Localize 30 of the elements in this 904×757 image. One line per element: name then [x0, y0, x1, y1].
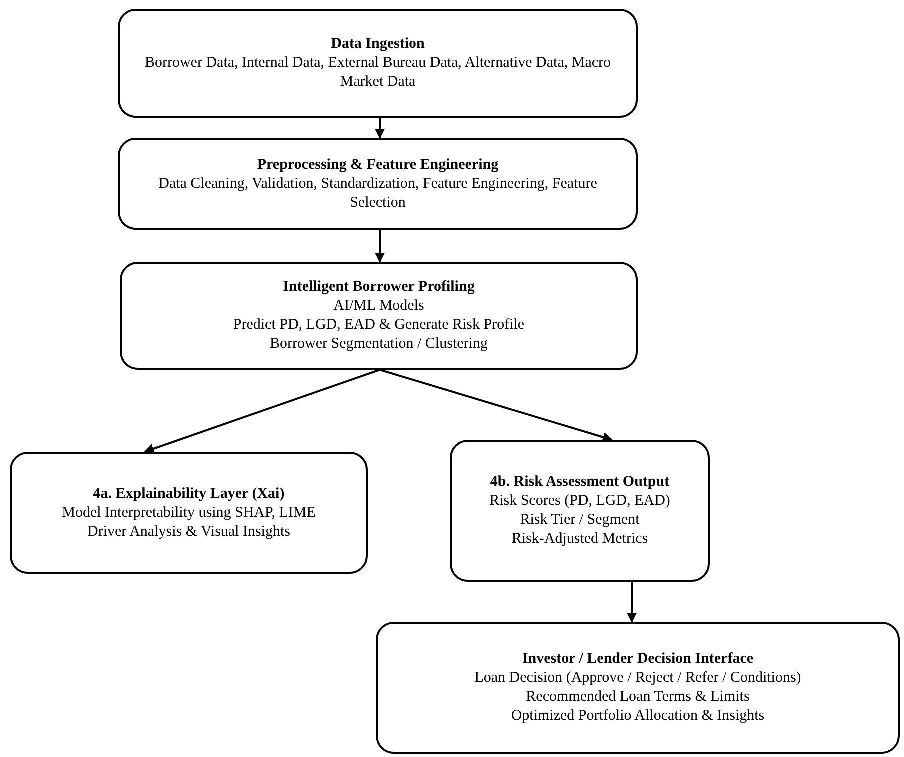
box-text: Predict PD, LGD, EAD & Generate Risk Profile [233, 316, 525, 335]
arrow [375, 118, 385, 139]
arrow [375, 230, 385, 263]
process-box [450, 440, 710, 582]
arrow [144, 369, 380, 454]
process-box [10, 452, 368, 574]
box-text: Loan Decision (Approve / Reject / Refer / Conditions) [474, 669, 802, 688]
arrow [380, 369, 613, 442]
box-text: Optimized Portfolio Allocation & Insights [511, 707, 765, 726]
box-text: Model Interpretability using SHAP, LIME [62, 504, 316, 522]
box-text: Driver Analysis & Visual Insights [88, 522, 290, 542]
box-heading: Data Ingestion [331, 35, 425, 54]
box-text: Recommended Loan Terms & Limits [526, 688, 750, 707]
process-box [118, 9, 638, 118]
box-heading: Preprocessing & Feature Engineering [257, 156, 499, 174]
box-text: Borrower Segmentation / Clustering [270, 335, 488, 354]
box-text: AI/ML Models [334, 297, 424, 316]
process-box [120, 262, 638, 370]
box-text: Risk Scores (PD, LGD, EAD) [490, 492, 670, 511]
box-text: Borrower Data, Internal Data, External Bureau Data, Alternative Data, Macro Market Data [144, 54, 612, 92]
box-text: Risk Tier / Segment [520, 511, 640, 530]
process-box [118, 138, 638, 230]
box-heading: 4b. Risk Assessment Output [490, 473, 670, 492]
box-text: Data Cleaning, Validation, Standardization, Feature Engineering, Feature Selection [158, 174, 598, 212]
box-heading: Investor / Lender Decision Interface [522, 650, 754, 669]
box-heading: 4a. Explainability Layer (Xai) [93, 484, 285, 504]
box-heading: Intelligent Borrower Profiling [283, 278, 475, 297]
process-box [376, 622, 900, 754]
arrow [627, 582, 637, 623]
box-text: Risk-Adjusted Metrics [512, 530, 648, 549]
